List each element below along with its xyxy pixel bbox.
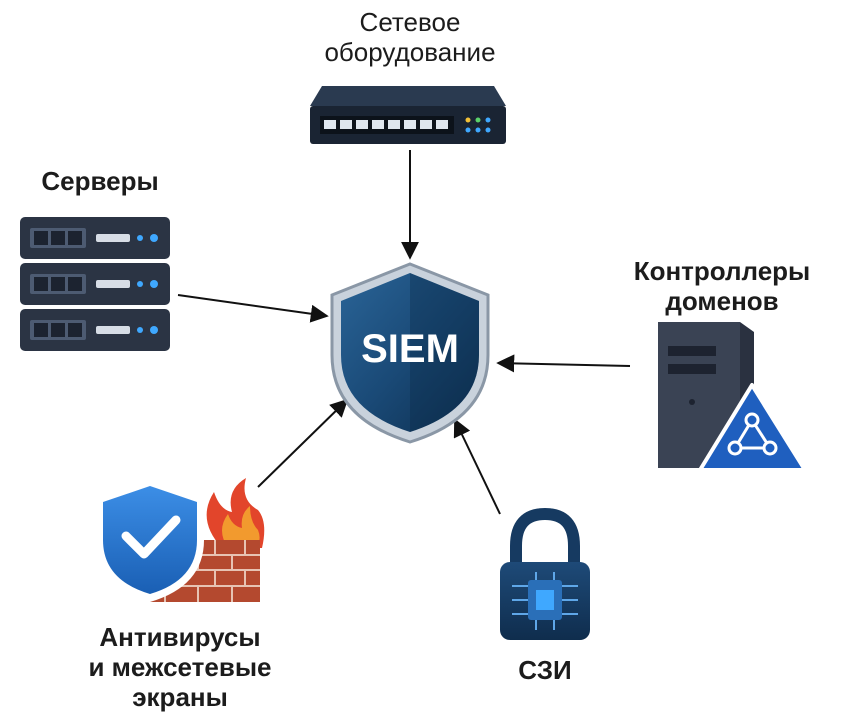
antivirus-firewall-icon bbox=[96, 478, 265, 602]
siem-label: SIEM bbox=[361, 327, 459, 371]
siem-shield-icon: SIEM bbox=[330, 262, 490, 444]
security-lock-icon bbox=[500, 507, 590, 640]
arrow-szi-to-siem bbox=[453, 418, 501, 515]
arrow-servers-to-siem bbox=[177, 294, 329, 323]
szi-label: СЗИ bbox=[518, 655, 572, 685]
arrow-dc-to-siem bbox=[496, 354, 631, 373]
connection-arrows bbox=[177, 150, 631, 515]
network-switch-icon bbox=[310, 86, 506, 144]
domain-controller-icon bbox=[658, 322, 807, 472]
servers-label: Серверы bbox=[41, 166, 159, 196]
arrow-antivirus-to-siem bbox=[257, 398, 349, 488]
server-rack-icon bbox=[20, 217, 170, 351]
